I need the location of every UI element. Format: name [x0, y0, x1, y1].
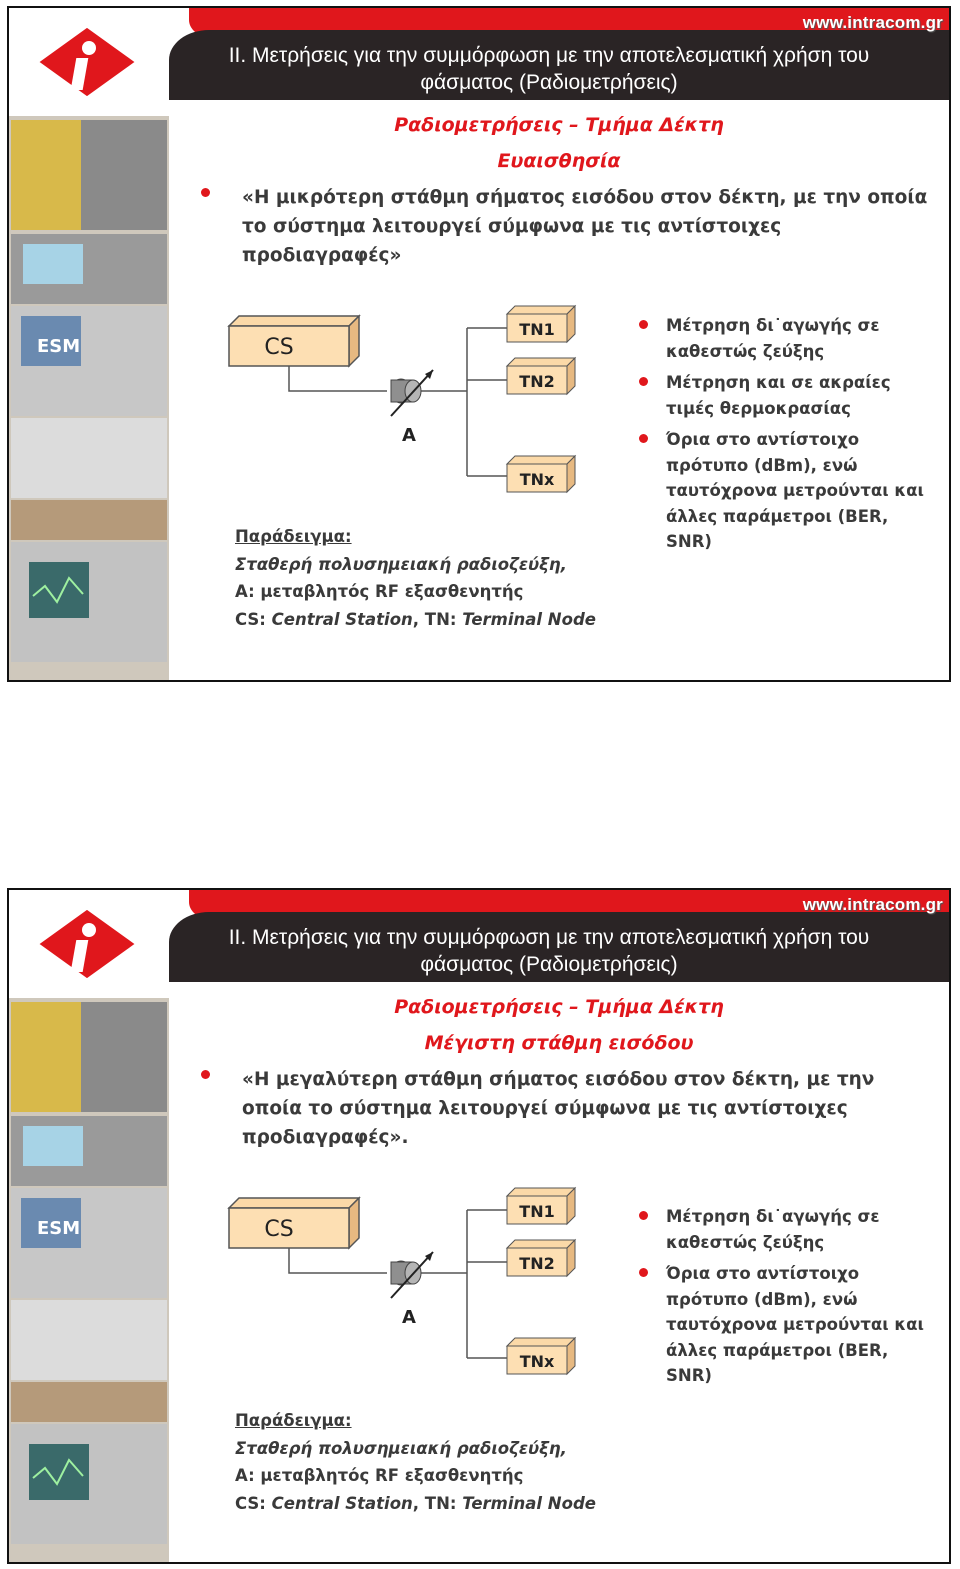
- bullet-dot: [201, 1070, 210, 1079]
- example-block: Παράδειγμα: Σταθερή πολυσημειακή ραδιοζε…: [235, 1407, 735, 1517]
- bullet-dot: [639, 320, 648, 329]
- bullet-item: Μέτρηση δι˙αγωγής σε καθεστώς ζεύξης: [639, 313, 939, 364]
- slide-title: ΙΙ. Μετρήσεις για την συμμόρφωση με την …: [169, 42, 929, 96]
- intracom-logo: [31, 20, 143, 106]
- section-subtitle: Μέγιστη στάθμη εισόδου: [309, 1032, 809, 1054]
- website-url: www.intracom.gr: [803, 13, 943, 33]
- measurement-bullets: Μέτρηση δι˙αγωγής σε καθεστώς ζεύξης Όρι…: [639, 1204, 939, 1395]
- example-block: Παράδειγμα: Σταθερή πολυσημειακή ραδιοζε…: [235, 523, 735, 633]
- example-label: Παράδειγμα:: [235, 523, 735, 551]
- bullet-dot: [201, 188, 210, 197]
- attenuator-label: A: [402, 1307, 416, 1328]
- example-line-2: A: μεταβλητός RF εξασθενητής: [235, 578, 735, 606]
- tnx-label: TNx: [520, 1352, 555, 1371]
- slide-header: www.intracom.gr ΙΙ. Μετρήσεις για την συ…: [9, 8, 951, 102]
- slide-sensitivity: www.intracom.gr ΙΙ. Μετρήσεις για την συ…: [7, 6, 951, 682]
- section-title: Ραδιομετρήσεις – Τμήμα Δέκτη: [309, 996, 809, 1018]
- cs-label: CS: [264, 1217, 293, 1242]
- link-diagram: CS A TN1 TN2 TNx: [219, 296, 599, 496]
- bullet-dot: [639, 1268, 648, 1277]
- bullet-dot: [639, 1211, 648, 1220]
- section-subtitle: Ευαισθησία: [309, 150, 809, 172]
- cs-label: CS: [264, 335, 293, 360]
- example-line-3: CS: Central Station, TN: Terminal Node: [235, 1490, 735, 1518]
- example-line-1: Σταθερή πολυσημειακή ραδιοζεύξη,: [235, 551, 735, 579]
- bullet-dot: [639, 377, 648, 386]
- definition-text: «Η μεγαλύτερη στάθμη σήματος εισόδου στο…: [242, 1065, 932, 1152]
- example-label: Παράδειγμα:: [235, 1407, 735, 1435]
- lab-equipment-photos: ESM: [9, 998, 169, 1564]
- link-diagram: CS A TN1 TN2 TNx: [219, 1178, 599, 1378]
- slide-header: www.intracom.gr ΙΙ. Μετρήσεις για την συ…: [9, 890, 951, 984]
- definition-text: «Η μικρότερη στάθμη σήματος εισόδου στον…: [242, 183, 932, 270]
- tn1-label: TN1: [519, 1202, 554, 1221]
- section-title: Ραδιομετρήσεις – Τμήμα Δέκτη: [309, 114, 809, 136]
- bullet-item: Μέτρηση δι˙αγωγής σε καθεστώς ζεύξης: [639, 1204, 939, 1255]
- tn2-label: TN2: [519, 372, 554, 391]
- bullet-item: Όρια στο αντίστοιχο πρότυπο (dBm), ενώ τ…: [639, 1261, 939, 1389]
- website-url: www.intracom.gr: [803, 895, 943, 915]
- slide-title: ΙΙ. Μετρήσεις για την συμμόρφωση με την …: [169, 924, 929, 978]
- tnx-label: TNx: [520, 470, 555, 489]
- example-line-3: CS: Central Station, TN: Terminal Node: [235, 606, 735, 634]
- slide-max-input-level: www.intracom.gr ΙΙ. Μετρήσεις για την συ…: [7, 888, 951, 1564]
- lab-equipment-photos: ESM: [9, 116, 169, 682]
- example-line-1: Σταθερή πολυσημειακή ραδιοζεύξη,: [235, 1435, 735, 1463]
- example-line-2: A: μεταβλητός RF εξασθενητής: [235, 1462, 735, 1490]
- svg-text:ESM: ESM: [37, 1218, 80, 1239]
- svg-text:ESM: ESM: [37, 336, 80, 357]
- bullet-item: Μέτρηση και σε ακραίες τιμές θερμοκρασία…: [639, 370, 939, 421]
- tn1-label: TN1: [519, 320, 554, 339]
- tn2-label: TN2: [519, 1254, 554, 1273]
- intracom-logo: [31, 902, 143, 988]
- bullet-dot: [639, 434, 648, 443]
- attenuator-label: A: [402, 425, 416, 446]
